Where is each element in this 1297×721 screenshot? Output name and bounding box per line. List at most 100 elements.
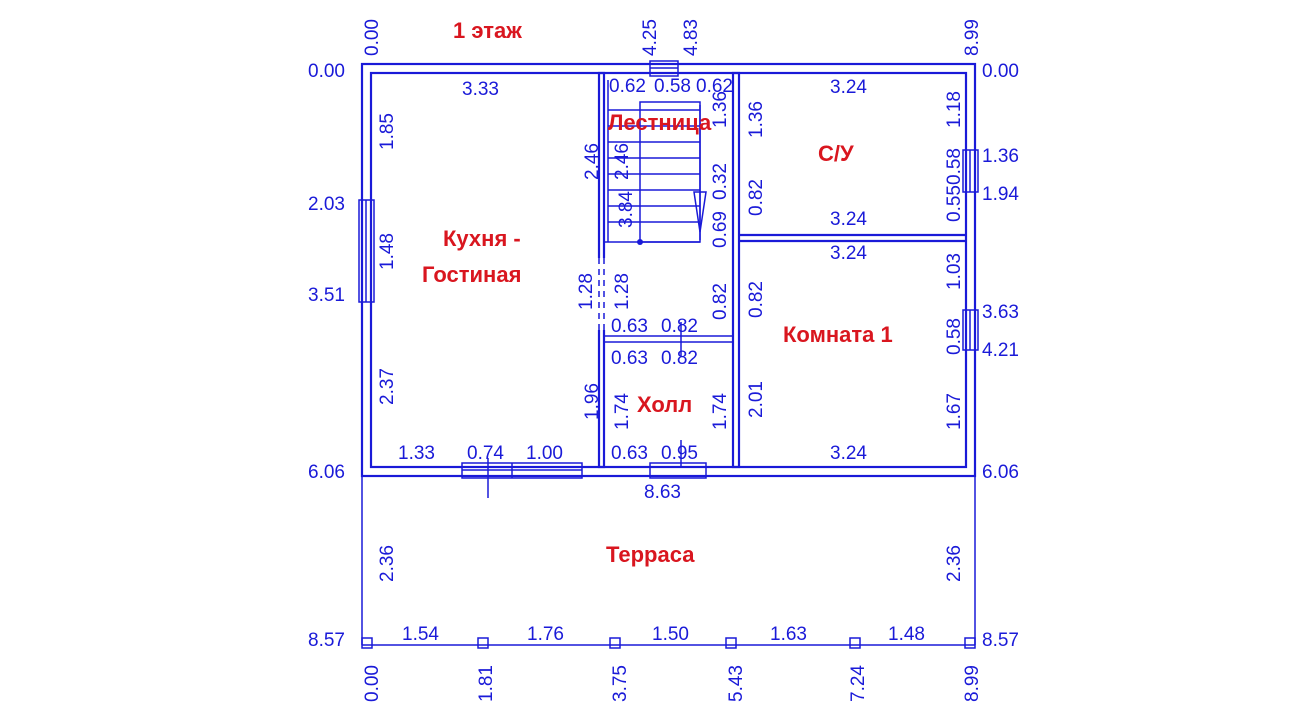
- dim-room1-left-1: 0.82: [746, 281, 767, 318]
- coord-top-3: 8.99: [962, 19, 983, 56]
- coord-right-4: 4.21: [982, 340, 1019, 361]
- hall-entrance-door: [649, 440, 707, 479]
- dim-stair-inner: 3.84: [616, 191, 637, 228]
- dim-room1-left-2: 2.01: [746, 381, 767, 418]
- coord-left-3: 6.06: [308, 462, 345, 483]
- dim-kitchen-left-3: 2.37: [377, 368, 398, 405]
- kitchen-dimensions: 3.33 1.85 1.48 2.37 2.46 1.28 1.96 1.33 …: [377, 79, 603, 464]
- coord-bottom-4: 7.24: [848, 665, 869, 702]
- dim-terrace-seg-1: 1.54: [402, 624, 439, 645]
- coord-right-1: 1.36: [982, 146, 1019, 167]
- coord-left-1: 2.03: [308, 194, 345, 215]
- terrace-outline: [361, 476, 976, 649]
- dim-stair-top-1: 0.62: [609, 76, 646, 97]
- dim-bath-right-3: 0.55: [944, 185, 965, 222]
- dim-room1-bottom: 3.24: [830, 443, 867, 464]
- dim-hall-bottom-2: 0.95: [661, 443, 698, 464]
- kitchen-terrace-door: [461, 458, 583, 498]
- coord-bottom-1: 1.81: [476, 665, 497, 702]
- coord-right-5: 6.06: [982, 462, 1019, 483]
- dim-room1-right-2: 0.58: [944, 318, 965, 355]
- room1-dimensions: 3.24 0.82 2.01 1.03 0.58 1.67 3.24: [746, 243, 965, 464]
- dim-bath-left-2: 0.82: [746, 179, 767, 216]
- coord-bottom-3: 5.43: [726, 665, 747, 702]
- dim-bath-top: 3.24: [830, 77, 867, 98]
- dim-terrace-seg-4: 1.63: [770, 624, 807, 645]
- right-window-room1: [962, 309, 979, 351]
- dim-kitchen-right-2: 1.28: [576, 273, 597, 310]
- coord-right-6: 8.57: [982, 630, 1019, 651]
- dim-kitchen-left-2: 1.48: [377, 233, 398, 270]
- coord-bottom-2: 3.75: [610, 665, 631, 702]
- coord-bottom-0: 0.00: [362, 665, 383, 702]
- dim-kitchen-bottom-2: 0.74: [467, 443, 504, 464]
- dim-terrace-seg-2: 1.76: [527, 624, 564, 645]
- coord-top-0: 0.00: [362, 19, 383, 56]
- dim-corr-left: 1.28: [612, 273, 633, 310]
- dim-room1-top: 3.24: [830, 243, 867, 264]
- stair-start-dot: [637, 239, 643, 245]
- coord-right-3: 3.63: [982, 302, 1019, 323]
- dim-hall-top-2: 0.82: [661, 316, 698, 337]
- top-window: [649, 60, 679, 77]
- dim-house-width: 8.63: [644, 482, 681, 503]
- dim-hall-mid-1: 0.63: [611, 348, 648, 369]
- left-coordinates: 0.00 2.03 3.51 6.06 8.57: [308, 61, 345, 651]
- dim-bath-bottom: 3.24: [830, 209, 867, 230]
- dim-bath-right-2: 0.58: [944, 148, 965, 185]
- right-coordinates: 0.00 1.36 1.94 3.63 4.21 6.06 8.57: [982, 61, 1019, 651]
- dim-room1-right-3: 1.67: [944, 393, 965, 430]
- dim-kitchen-left-1: 1.85: [377, 113, 398, 150]
- room-label-terrace: Терраса: [606, 542, 695, 567]
- bottom-coordinates: 0.00 1.81 3.75 5.43 7.24 8.99: [362, 665, 983, 702]
- room-label-kitchen: Кухня -: [443, 226, 521, 251]
- room-label-bathroom: С/У: [818, 141, 854, 166]
- hall-dimensions: 0.63 0.82 0.63 0.82 1.74 1.74 0.63 0.95: [611, 316, 731, 464]
- dim-kitchen-bottom-1: 1.33: [398, 443, 435, 464]
- coord-left-0: 0.00: [308, 61, 345, 82]
- coord-right-0: 0.00: [982, 61, 1019, 82]
- dim-stair-left: 2.46: [612, 143, 633, 180]
- dim-hall-left: 1.74: [612, 393, 633, 430]
- dim-terrace-seg-3: 1.50: [652, 624, 689, 645]
- floor-title: 1 этаж: [453, 18, 522, 43]
- terrace-dimensions: 8.63 2.36 2.36 1.54 1.76 1.50 1.63 1.48: [377, 482, 965, 645]
- room-label-room1: Комната 1: [783, 322, 893, 347]
- dim-hall-top-1: 0.63: [611, 316, 648, 337]
- room-label-stairs: Лестница: [608, 110, 712, 135]
- dim-kitchen-right-1: 2.46: [582, 143, 603, 180]
- staircase: [604, 80, 707, 245]
- dim-stair-top-3: 0.62: [696, 76, 733, 97]
- dim-stair-top-2: 0.58: [654, 76, 691, 97]
- coord-right-2: 1.94: [982, 184, 1019, 205]
- coord-left-2: 3.51: [308, 285, 345, 306]
- left-window: [358, 199, 375, 303]
- coord-top-1: 4.25: [640, 19, 661, 56]
- dim-bath-right-1: 1.18: [944, 91, 965, 128]
- coord-left-4: 8.57: [308, 630, 345, 651]
- coord-top-2: 4.83: [681, 19, 702, 56]
- dim-hall-right: 1.74: [710, 393, 731, 430]
- dim-stair-right-3: 0.69: [710, 211, 731, 248]
- dim-kitchen-right-3: 1.96: [582, 383, 603, 420]
- coord-bottom-5: 8.99: [962, 665, 983, 702]
- dim-room1-right-1: 1.03: [944, 253, 965, 290]
- dim-terrace-right: 2.36: [944, 545, 965, 582]
- dim-bath-left-1: 1.36: [746, 101, 767, 138]
- stair-dimensions: 0.62 0.58 0.62 2.46 3.84 1.36 0.32 0.69 …: [609, 76, 733, 320]
- dim-stair-right-1: 1.36: [710, 91, 731, 128]
- kitchen-door-opening: [597, 258, 607, 330]
- dim-terrace-seg-5: 1.48: [888, 624, 925, 645]
- dim-kitchen-bottom-3: 1.00: [526, 443, 563, 464]
- dim-corr-right: 0.82: [710, 283, 731, 320]
- dim-hall-bottom-1: 0.63: [611, 443, 648, 464]
- dim-kitchen-top: 3.33: [462, 79, 499, 100]
- dim-terrace-left: 2.36: [377, 545, 398, 582]
- dim-stair-right-2: 0.32: [710, 163, 731, 200]
- bathroom-dimensions: 3.24 1.36 0.82 1.18 0.58 0.55 3.24: [746, 77, 965, 230]
- room-label-hall: Холл: [637, 392, 692, 417]
- house-walls: [360, 62, 977, 478]
- room-label-kitchen-2: Гостиная: [422, 262, 521, 287]
- dim-hall-mid-2: 0.82: [661, 348, 698, 369]
